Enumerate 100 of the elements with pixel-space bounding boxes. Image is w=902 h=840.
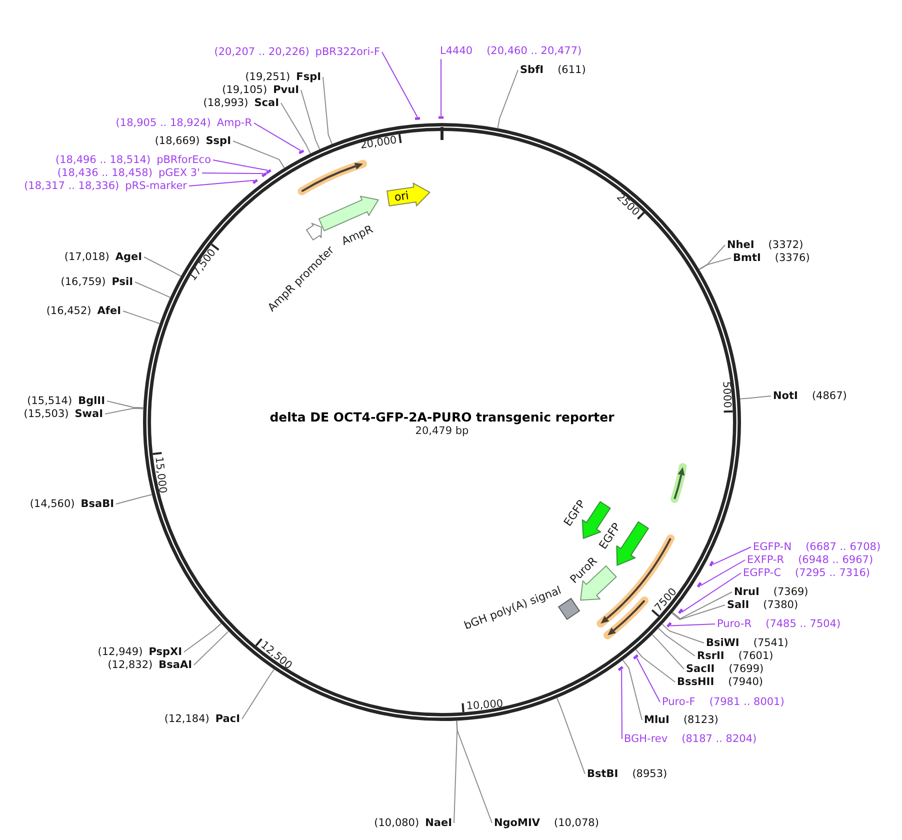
orf-track	[603, 596, 649, 640]
restriction-site-label: (15,514) BglII	[27, 394, 105, 408]
leader-line	[104, 408, 144, 414]
leader-line	[122, 310, 160, 324]
restriction-site-label: (18,669) SspI	[154, 134, 231, 148]
restriction-site-label: SbfI (611)	[520, 64, 586, 76]
leader-line	[202, 172, 264, 174]
leader-line	[671, 604, 726, 620]
feature-segment: ori	[386, 182, 430, 206]
restriction-site-label: (14,560) BsaBI	[30, 498, 114, 510]
restriction-site-label: BssHII (7940)	[677, 676, 764, 688]
restriction-site-label: (10,080) NaeI	[374, 816, 452, 830]
restriction-site-label: (19,105) PvuI	[222, 84, 299, 96]
restriction-site-label: (17,018) AgeI	[64, 250, 142, 264]
primer-site-mark	[414, 117, 420, 120]
primer-site-mark	[298, 150, 304, 154]
restriction-site-label: RsrII (7601)	[697, 650, 774, 662]
leader-line	[300, 90, 320, 150]
restriction-site-label: (16,759) PsiI	[60, 276, 133, 288]
primer-label: (20,207 .. 20,226) pBR322ori-F	[214, 46, 380, 58]
leader-line	[662, 624, 704, 644]
leader-line	[194, 630, 229, 666]
restriction-site-label: BmtI (3376)	[733, 252, 810, 264]
leader-line	[672, 592, 732, 620]
leader-line	[106, 400, 144, 408]
leader-line	[440, 58, 442, 116]
restriction-site-label: BstBI (8953)	[587, 768, 668, 780]
leader-line	[232, 140, 285, 168]
primer-site-mark	[709, 560, 714, 567]
leader-line	[184, 623, 222, 652]
restriction-site-label: (12,832) BsaAI	[108, 658, 192, 672]
feature-segment	[306, 222, 322, 240]
restriction-site-label: NotI (4867)	[773, 390, 847, 402]
restriction-site-label: NheI (3372)	[727, 238, 804, 252]
leader-line	[188, 180, 255, 186]
scale-label: 15,000	[152, 456, 169, 494]
restriction-site-label: SalI (7380)	[727, 598, 798, 612]
leader-line	[456, 720, 492, 824]
leader-line	[740, 396, 772, 400]
restriction-site-label: (12,949) PspXI	[98, 646, 182, 658]
primer-label: Puro-F (7981 .. 8001)	[662, 696, 784, 708]
leader-line	[636, 658, 660, 702]
leader-line	[621, 669, 622, 740]
orf-track	[298, 160, 368, 196]
leader-line	[454, 720, 458, 824]
leader-line	[116, 494, 152, 504]
leader-line	[556, 698, 586, 774]
feature-segment	[616, 521, 649, 566]
scale-label: 5000	[720, 381, 734, 408]
primer-site-mark	[678, 608, 684, 614]
restriction-site-label: (15,503) SwaI	[24, 408, 103, 420]
plasmid-title: delta DE OCT4-GFP-2A-PURO transgenic reporter	[270, 410, 614, 424]
leader-line	[681, 572, 742, 613]
scale-label: 10,000	[466, 698, 504, 712]
leader-line	[670, 624, 716, 626]
restriction-site-label: NgoMIV (10,078)	[494, 816, 599, 830]
primer-label: EGFP-C (7295 .. 7316)	[743, 566, 870, 580]
leader-line	[254, 122, 302, 152]
leader-line	[382, 52, 418, 118]
primer-label: (18,436 .. 18,458) pGEX 3'	[57, 166, 200, 180]
restriction-site-label: BsiWI (7541)	[706, 636, 788, 650]
leader-line	[212, 160, 268, 171]
leader-line	[698, 258, 732, 270]
leader-line	[242, 668, 275, 720]
leader-line	[698, 244, 726, 270]
leader-line	[652, 634, 684, 670]
primer-label: Puro-R (7485 .. 7504)	[717, 618, 841, 630]
primer-label: L4440 (20,460 .. 20,477)	[440, 44, 582, 58]
primer-site-mark	[266, 169, 272, 174]
leader-line	[700, 560, 746, 586]
leader-line	[712, 546, 752, 565]
leader-line	[134, 282, 171, 298]
scale-label: 20,000	[360, 134, 398, 152]
plasmid-size-label: 20,479 bp	[415, 425, 469, 437]
orf-track	[670, 463, 687, 503]
primer-site-mark	[261, 172, 268, 178]
primer-label: BGH-rev (8187 .. 8204)	[624, 732, 757, 746]
restriction-site-label: NruI (7369)	[734, 586, 808, 598]
leader-line	[658, 628, 696, 656]
leader-line	[635, 649, 676, 682]
primer-site-mark	[618, 666, 624, 672]
leader-line	[280, 102, 311, 154]
restriction-site-label: (12,184) PacI	[164, 712, 240, 726]
restriction-site-label: (19,251) FspI	[245, 70, 321, 84]
restriction-site-label: SacII (7699)	[686, 662, 764, 676]
primer-label: (18,496 .. 18,514) pBRforEco	[56, 154, 211, 166]
primer-label: (18,317 .. 18,336) pRS-marker	[24, 180, 187, 192]
primer-site-mark	[438, 116, 444, 119]
restriction-site-label: MluI (8123)	[644, 714, 718, 726]
primer-site-mark	[252, 178, 258, 184]
primer-label: EXFP-R (6948 .. 6967)	[747, 554, 874, 566]
leader-line	[497, 70, 518, 129]
primer-site-mark	[633, 654, 639, 660]
restriction-site-label: (18,993) ScaI	[203, 96, 279, 110]
primer-label: (18,905 .. 18,924) Amp-R	[116, 116, 252, 130]
leader-line	[322, 76, 332, 144]
leader-line	[144, 256, 182, 277]
primer-site-mark	[696, 582, 702, 588]
restriction-site-label: (16,452) AfeI	[46, 304, 121, 318]
primer-label: EGFP-N (6687 .. 6708)	[753, 540, 881, 554]
